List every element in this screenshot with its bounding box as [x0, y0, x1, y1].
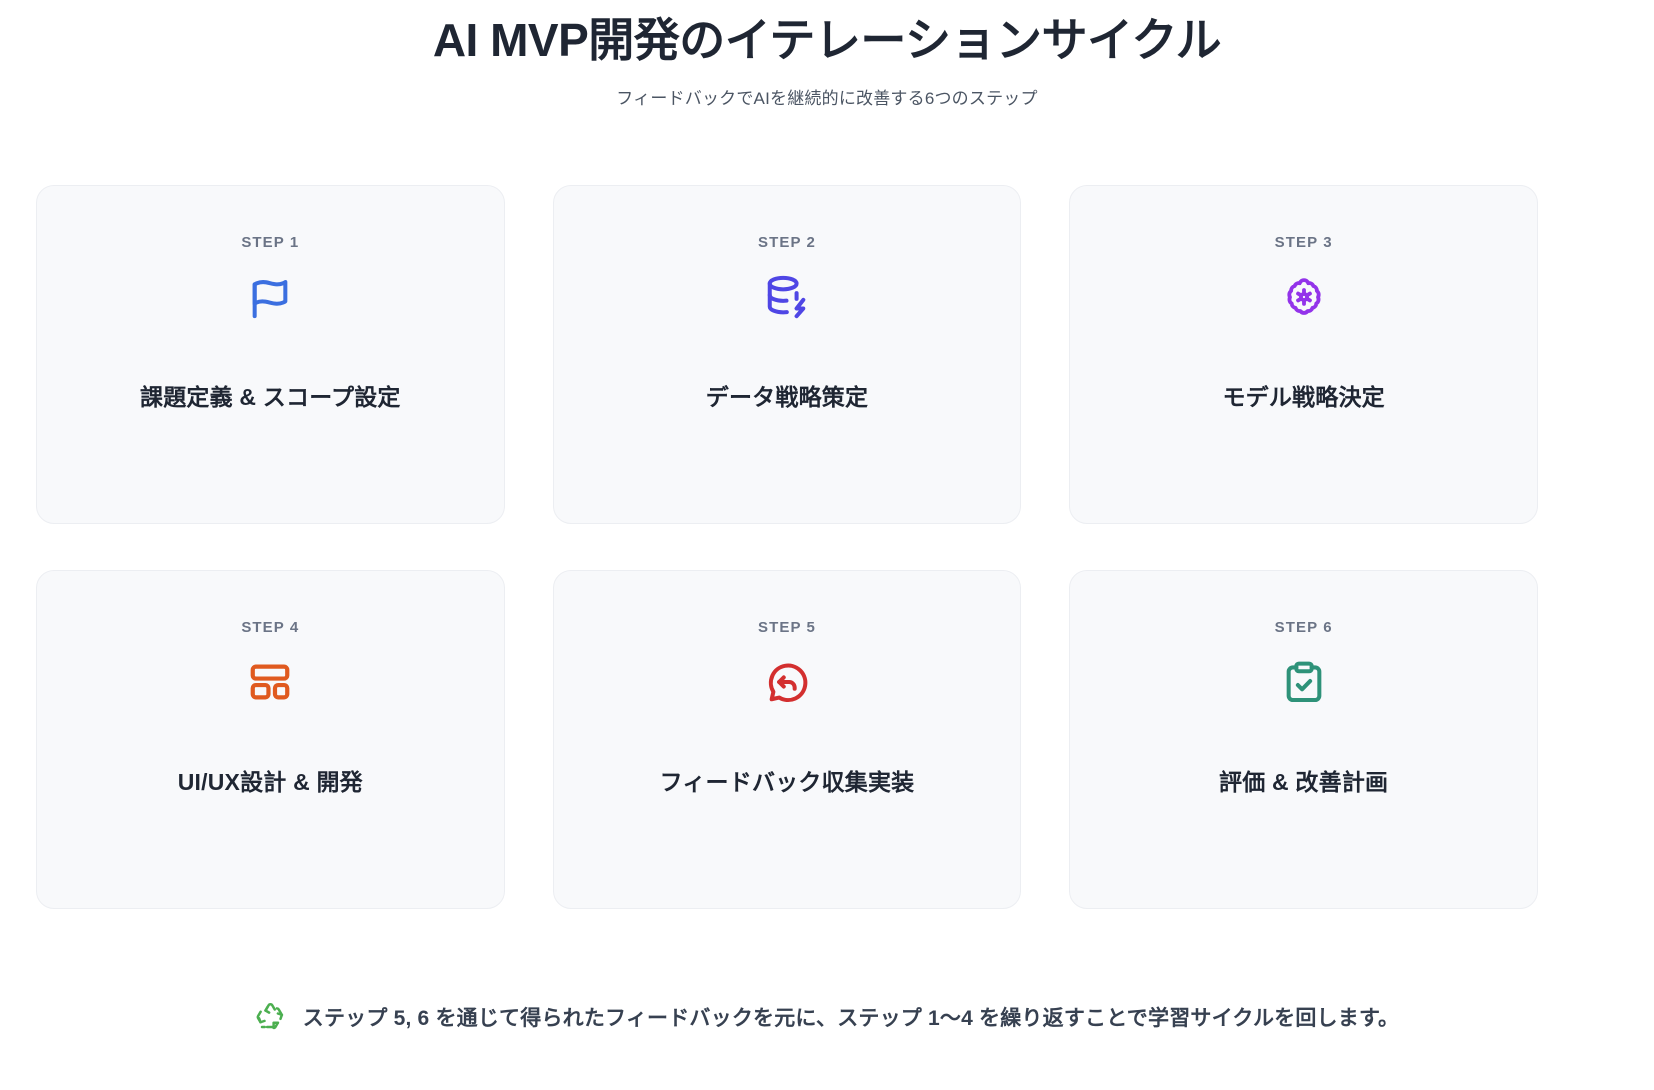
step-label: STEP 6 [1274, 619, 1333, 636]
step-label: STEP 1 [241, 234, 300, 251]
footer-note: ステップ 5, 6 を通じて得られたフィードバックを元に、ステップ 1〜4 を繰… [0, 1002, 1654, 1032]
step-label: STEP 3 [1274, 234, 1333, 251]
step-title: データ戦略策定 [705, 384, 869, 410]
step-label: STEP 4 [241, 619, 300, 636]
step-title: 課題定義 & スコープ設定 [140, 384, 401, 410]
step-title: UI/UX設計 & 開発 [177, 769, 363, 795]
flag-icon [247, 271, 293, 323]
layout-template-icon [247, 656, 293, 708]
step-label: STEP 2 [757, 234, 816, 251]
step-card-5[interactable]: STEP 5 フィードバック収集実装 [552, 570, 1022, 909]
page-title: AI MVP開発のイテレーションサイクル [432, 14, 1222, 66]
database-zap-icon [764, 271, 810, 323]
step-card-2[interactable]: STEP 2 データ戦略策定 [552, 185, 1022, 524]
page-subtitle: フィードバックでAIを継続的に改善する6つのステップ [616, 88, 1038, 108]
step-card-4[interactable]: STEP 4 UI/UX設計 & 開発 [36, 570, 505, 909]
step-title: フィードバック収集実装 [659, 769, 915, 795]
recycle-icon [255, 1002, 285, 1032]
header: AI MVP開発のイテレーションサイクル フィードバックでAIを継続的に改善する… [0, 0, 1654, 109]
brain-cog-icon [1281, 271, 1327, 323]
steps-grid: STEP 1 課題定義 & スコープ設定 STEP 2 [36, 185, 1538, 909]
step-card-3[interactable]: STEP 3 モデル戦略決定 [1069, 185, 1538, 524]
clipboard-check-icon [1281, 656, 1327, 708]
footer-text: ステップ 5, 6 を通じて得られたフィードバックを元に、ステップ 1〜4 を繰… [302, 1007, 1400, 1030]
step-card-6[interactable]: STEP 6 評価 & 改善計画 [1069, 570, 1538, 909]
step-title: 評価 & 改善計画 [1219, 769, 1389, 795]
step-label: STEP 5 [757, 619, 816, 636]
step-title: モデル戦略決定 [1222, 384, 1385, 410]
message-reply-icon [764, 656, 810, 708]
step-card-1[interactable]: STEP 1 課題定義 & スコープ設定 [36, 185, 505, 524]
